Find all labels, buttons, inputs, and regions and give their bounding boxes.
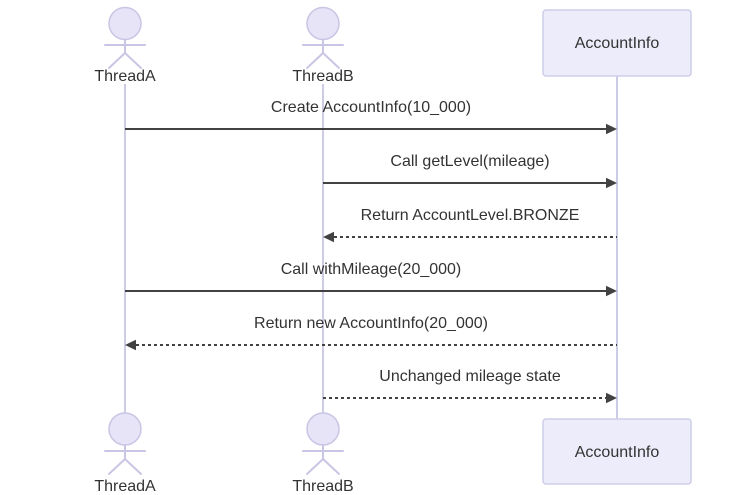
participant-label-accountinfo-bottom: AccountInfo: [575, 444, 660, 461]
actor-figure-icon: [104, 412, 146, 475]
participant-label-accountinfo-top: AccountInfo: [575, 35, 660, 52]
actor-head: [306, 412, 340, 446]
actor-figure-icon: [302, 412, 344, 475]
message-4-label: Call withMileage(20_000): [281, 261, 462, 278]
actor-label-threadb-bottom: ThreadB: [292, 478, 353, 495]
actor-figure-icon: [104, 6, 146, 69]
message-2-label: Call getLevel(mileage): [390, 153, 549, 170]
lifelines: [124, 76, 618, 419]
message-3: Return AccountLevel.BRONZE: [323, 207, 617, 243]
arrowhead-right-icon: [606, 285, 617, 297]
participant-accountinfo-top: AccountInfo: [542, 9, 692, 77]
actor-head: [306, 6, 340, 41]
arrowhead-right-icon: [606, 177, 617, 189]
message-2: Call getLevel(mileage): [323, 153, 617, 189]
actor-leg-right: [124, 458, 142, 475]
actor-head: [108, 412, 142, 446]
actor-threada-bottom: ThreadA: [94, 412, 156, 495]
actor-head: [108, 6, 142, 41]
actor-label-threada-top: ThreadA: [94, 68, 156, 85]
actor-leg-left: [108, 458, 126, 475]
participant-box: [542, 418, 692, 485]
actor-leg-left: [306, 52, 324, 69]
actor-threadb-bottom: ThreadB: [292, 412, 354, 495]
message-4: Call withMileage(20_000): [125, 261, 617, 297]
arrowhead-left-icon: [125, 339, 136, 351]
actor-leg-left: [306, 458, 324, 475]
actor-leg-right: [124, 52, 142, 69]
actor-threadb-top: ThreadB: [292, 6, 354, 85]
actor-leg-left: [108, 52, 126, 69]
message-6: Unchanged mileage state: [323, 368, 617, 404]
message-1: Create AccountInfo(10_000): [125, 99, 617, 135]
participant-accountinfo-bottom: AccountInfo: [542, 418, 692, 485]
message-3-label: Return AccountLevel.BRONZE: [361, 207, 580, 224]
actor-label-threadb-top: ThreadB: [292, 68, 353, 85]
message-1-label: Create AccountInfo(10_000): [271, 99, 471, 116]
message-5-label: Return new AccountInfo(20_000): [254, 315, 488, 332]
actor-figure-icon: [302, 6, 344, 69]
actor-leg-right: [322, 458, 340, 475]
actor-threada-top: ThreadA: [94, 6, 156, 85]
actor-leg-right: [322, 52, 340, 69]
arrowhead-right-icon: [606, 392, 617, 404]
arrowhead-left-icon: [323, 231, 334, 243]
actor-label-threada-bottom: ThreadA: [94, 478, 156, 495]
participant-box: [542, 9, 692, 77]
message-6-label: Unchanged mileage state: [379, 368, 561, 385]
message-5: Return new AccountInfo(20_000): [125, 315, 617, 351]
arrowhead-right-icon: [606, 123, 617, 135]
